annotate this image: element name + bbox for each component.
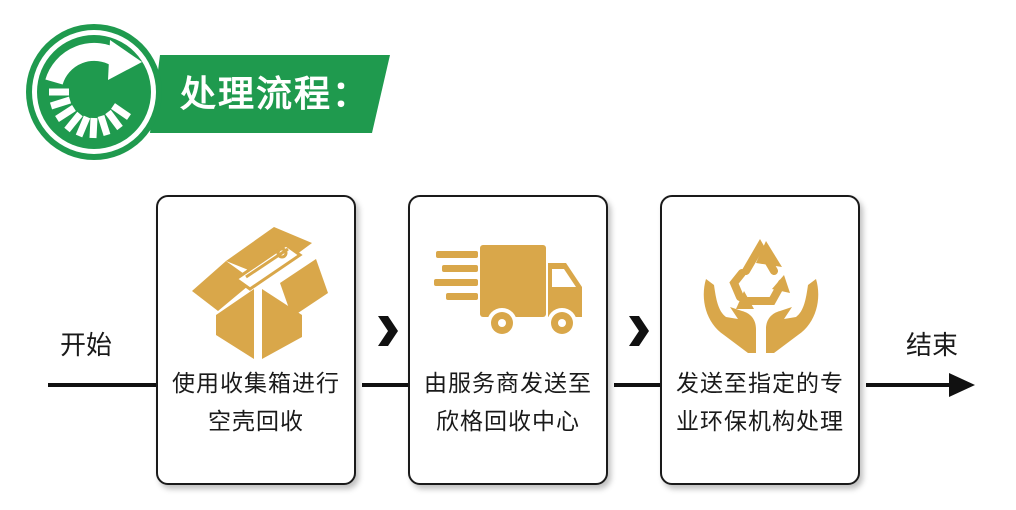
flow-line-start xyxy=(48,383,158,387)
step-card-ship: 由服务商发送至欣格回收中心 xyxy=(408,195,608,485)
title-banner xyxy=(150,55,390,133)
step-text: 使用收集箱进行空壳回收 xyxy=(172,371,340,435)
step-text: 由服务商发送至欣格回收中心 xyxy=(424,371,592,435)
recycle-hands-icon xyxy=(703,239,819,353)
flow-line-2-3 xyxy=(614,383,662,387)
page-title: 处理流程： xyxy=(180,74,371,115)
delivery-truck-icon xyxy=(434,245,582,338)
chevron-right-icon xyxy=(629,316,649,346)
recycle-logo-icon xyxy=(26,24,162,160)
open-box-icon xyxy=(192,227,328,359)
flow-line-1-2 xyxy=(362,383,410,387)
flow-end-arrow-icon xyxy=(949,373,975,397)
flow-line-end xyxy=(866,383,952,387)
step-card-collect: 使用收集箱进行空壳回收 xyxy=(156,195,356,485)
chevron-right-icon xyxy=(378,316,398,346)
start-label: 开始 xyxy=(60,331,113,361)
step-text: 发送至指定的专业环保机构处理 xyxy=(676,371,844,435)
step-card-dispose: 发送至指定的专业环保机构处理 xyxy=(660,195,860,485)
end-label: 结束 xyxy=(906,331,959,361)
